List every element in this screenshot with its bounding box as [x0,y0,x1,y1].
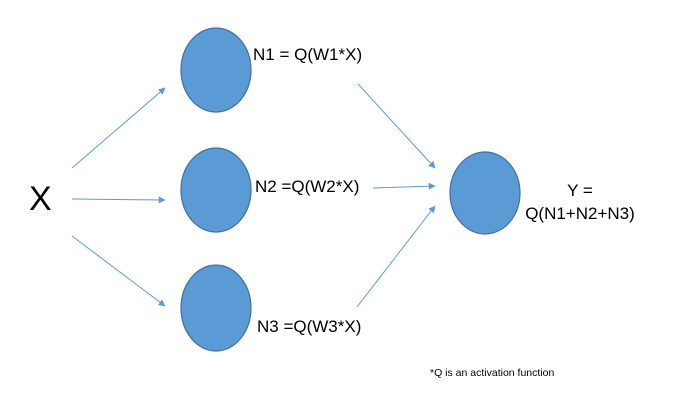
edge-n2-to-y [372,182,436,190]
n3-equation: N3 =Q(W3*X) [257,317,361,336]
edge-x-to-n3 [71,235,166,307]
hidden-node-n2 [180,147,252,233]
footnote: *Q is an activation function [430,367,554,379]
edge-n1-to-y [357,83,436,169]
edge-x-to-n1 [71,87,166,169]
hidden-node-n3 [180,264,252,352]
output-equation-line1: Y = [567,181,593,200]
edge-x-to-n2 [71,196,166,204]
edge-n3-to-y [356,205,436,308]
output-equation-line2: Q(N1+N2+N3) [525,204,635,223]
output-node-y [449,151,521,235]
hidden-node-n1 [180,27,252,113]
n2-equation: N2 =Q(W2*X) [255,177,359,196]
input-label-x: X [29,180,52,218]
n1-equation: N1 = Q(W1*X) [253,45,362,64]
